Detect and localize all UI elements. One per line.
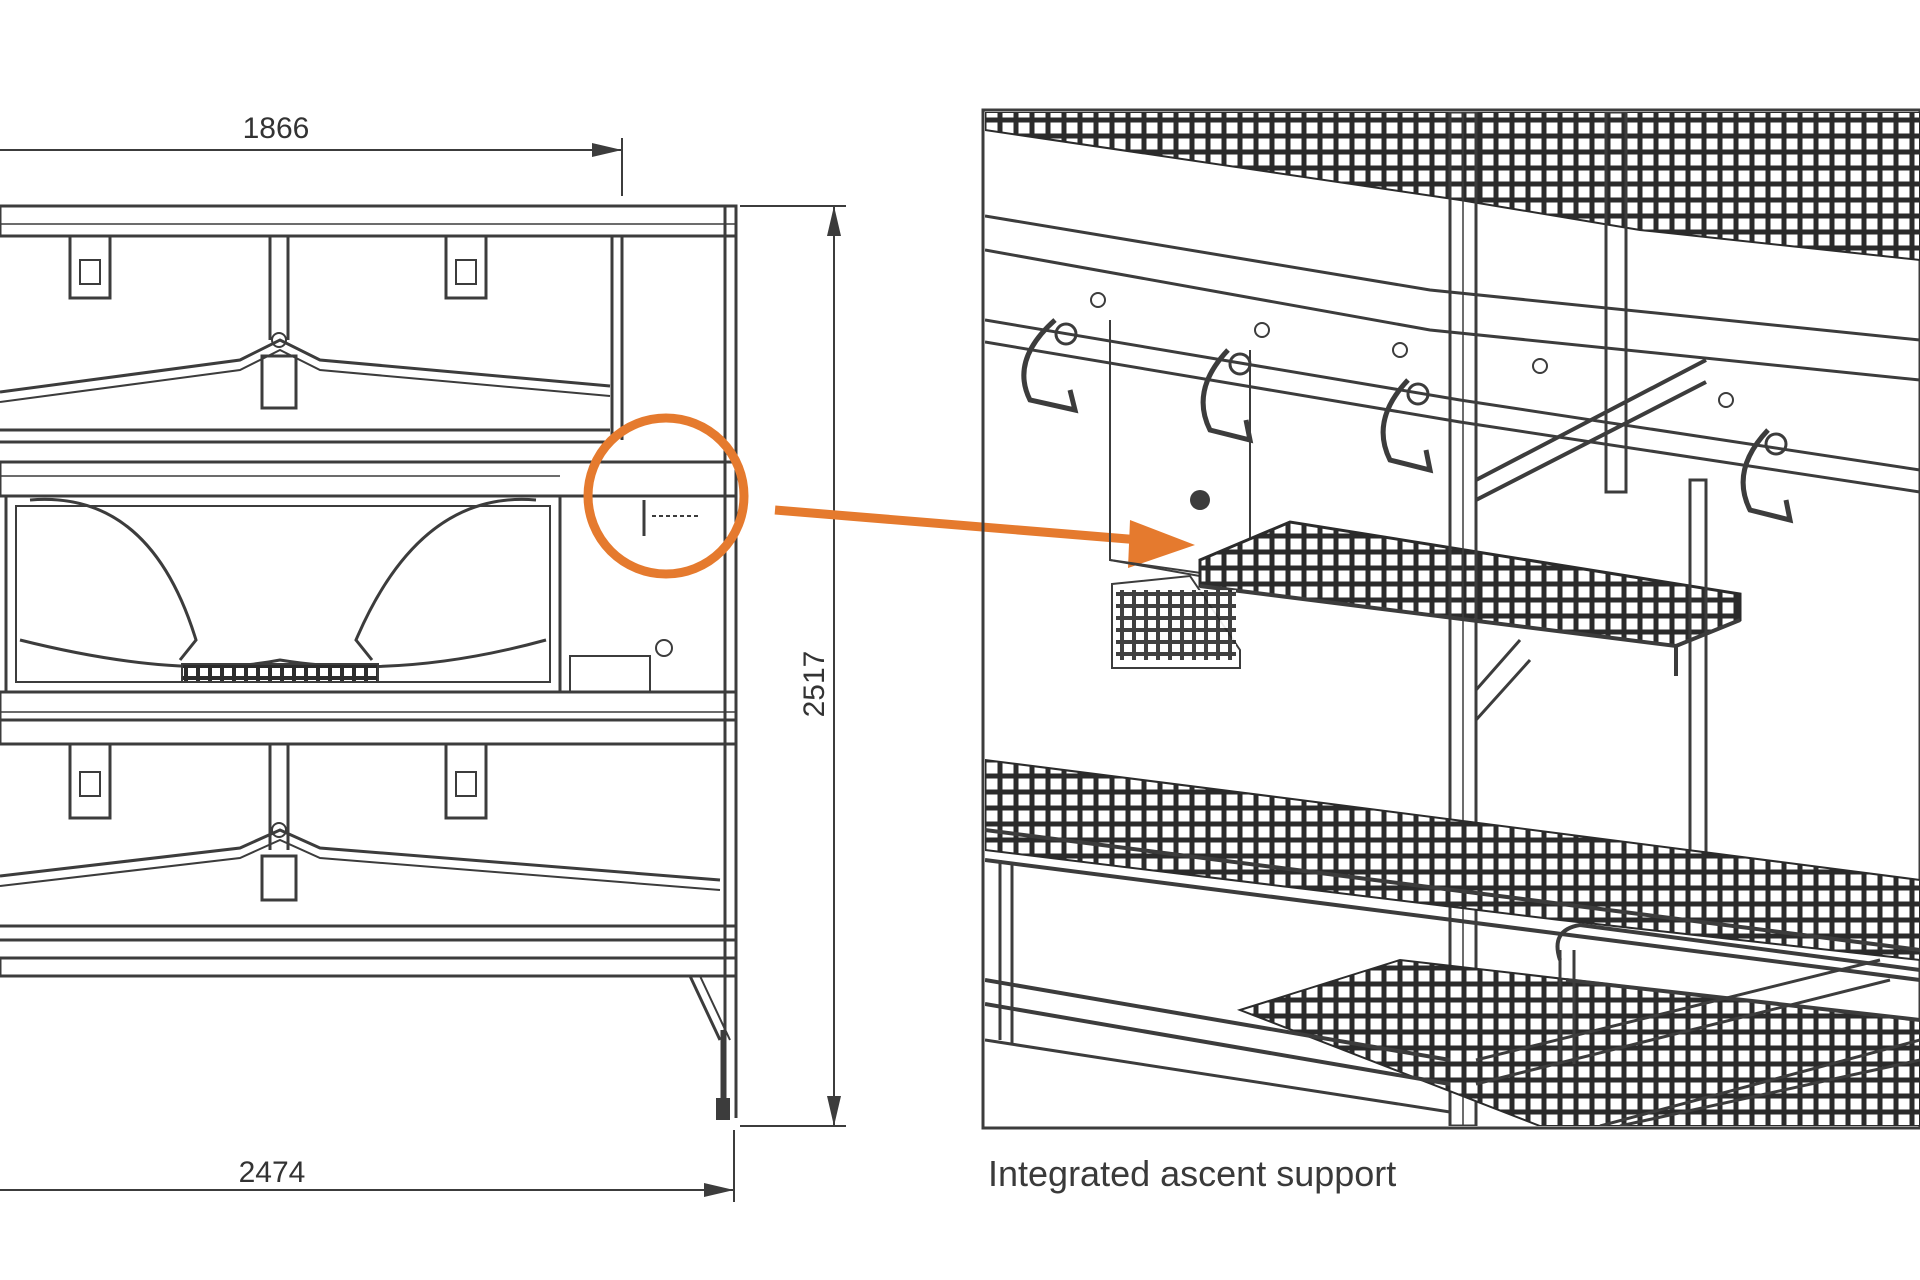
dimension-label-height: 2517 <box>798 651 831 718</box>
dimension-height: 2517 <box>740 205 846 1127</box>
detail-view-panel <box>981 108 1920 1130</box>
callout-arrow-shaft <box>774 505 1141 545</box>
drinker-hooks <box>1021 292 1794 524</box>
vertical-post <box>1448 112 1708 1126</box>
detail-caption: Integrated ascent support <box>988 1153 1396 1194</box>
top-rail <box>0 204 738 238</box>
callout-highlight <box>583 413 1195 579</box>
dimension-bottom-width: 2474 <box>0 1130 735 1202</box>
middle-tier <box>0 460 738 722</box>
callout-circle <box>583 413 749 579</box>
dimension-label-bottom: 2474 <box>239 1156 306 1189</box>
support-legs <box>688 975 731 1120</box>
frame-uprights <box>610 206 738 1118</box>
upper-tier <box>0 234 611 444</box>
front-elevation-drawing: 1866 2474 2517 <box>0 112 846 1202</box>
feed-trough <box>181 663 379 683</box>
callout-arrow-head <box>1128 520 1195 568</box>
lower-tier <box>0 718 738 978</box>
ascent-step <box>1111 520 1742 676</box>
dimension-top-width: 1866 <box>0 112 623 196</box>
detail-view-content <box>985 112 1920 1126</box>
dimension-label-top: 1866 <box>243 112 310 145</box>
